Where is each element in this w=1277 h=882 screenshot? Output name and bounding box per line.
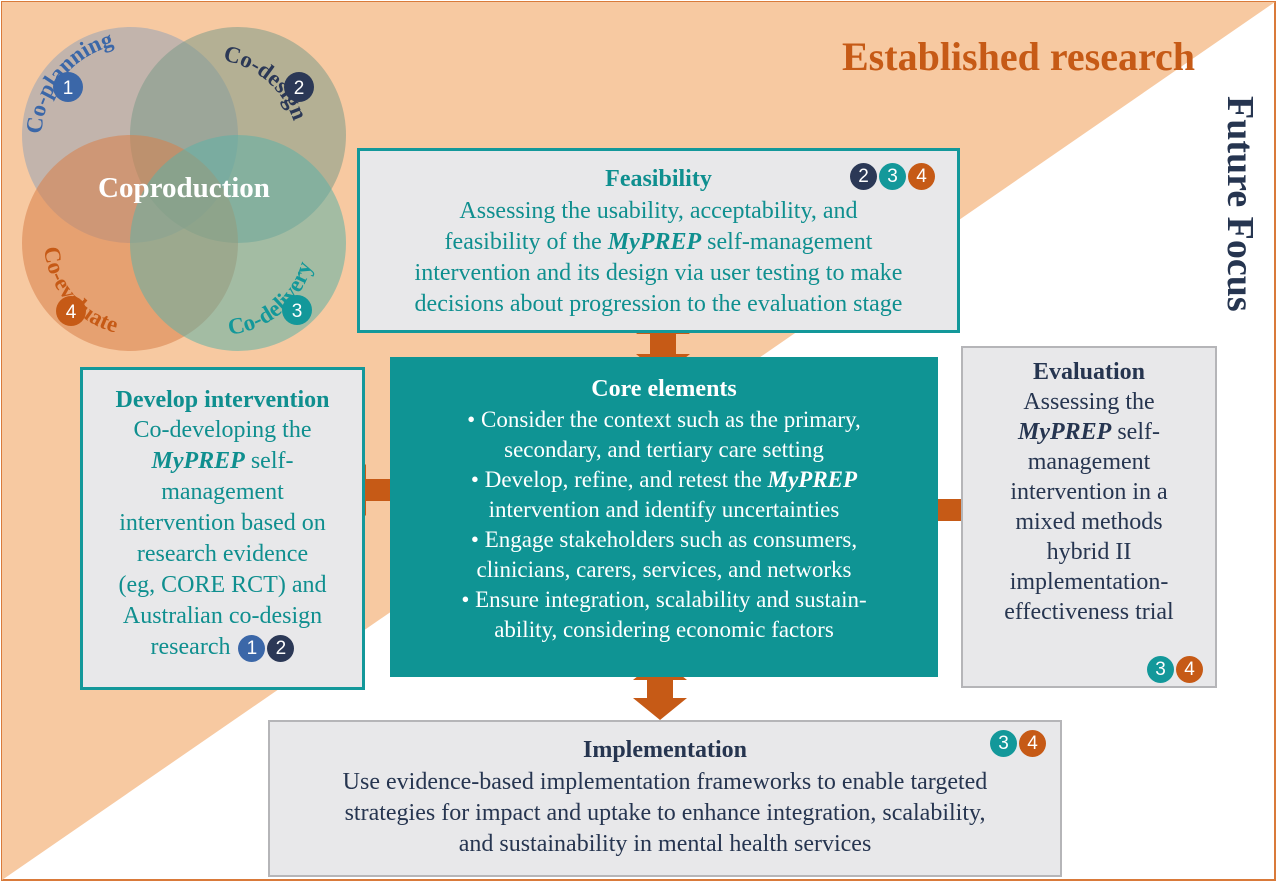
- badge-2: 2: [850, 163, 877, 190]
- evaluation-line: intervention in a: [1010, 478, 1168, 505]
- develop-line: research evidence: [136, 540, 309, 567]
- feasibility-title: Feasibility: [605, 166, 712, 192]
- develop-line: intervention based on: [119, 509, 326, 536]
- feasibility-line: feasibility of the MyPREP self-managemen…: [360, 227, 957, 258]
- develop-line: Co-developing the: [133, 416, 312, 443]
- implementation-text: Use evidence-based implementation framew…: [270, 767, 1060, 860]
- develop-intervention-box: Develop intervention Co-developing the M…: [80, 367, 365, 690]
- mypreP-emphasis: MyPREP: [151, 447, 245, 474]
- develop-line: (eg, CORE RCT) and: [118, 571, 327, 598]
- core-bullets: • Consider the context such as the prima…: [390, 405, 938, 645]
- implementation-line: and sustainability in mental health serv…: [458, 830, 872, 857]
- evaluation-line: implementation-: [1009, 568, 1169, 595]
- badge-3: 3: [879, 163, 906, 190]
- established-research-heading: Established research: [842, 34, 1195, 79]
- feasibility-text: Assessing the usability, acceptability, …: [360, 196, 957, 320]
- develop-line: MyPREP self-: [83, 446, 362, 477]
- feasibility-line: Assessing the usability, acceptability, …: [459, 197, 858, 224]
- core-bullet-line: • Consider the context such as the prima…: [467, 406, 861, 432]
- core-bullet-line: ability, considering economic factors: [494, 616, 834, 642]
- text-span: self-: [244, 447, 294, 474]
- venn-badge-2-label: 2: [294, 78, 305, 99]
- core-bullet-line: clinicians, carers, services, and networ…: [476, 556, 852, 582]
- badge-2: 2: [267, 634, 295, 662]
- badge-4: 4: [1176, 656, 1203, 683]
- core-bullet-line: • Engage stakeholders such as consumers,: [470, 526, 858, 552]
- develop-text: Co-developing the MyPREP self- managemen…: [83, 415, 362, 663]
- develop-title: Develop intervention: [115, 387, 330, 413]
- evaluation-line: Assessing the: [1023, 388, 1155, 415]
- implementation-title: Implementation: [583, 737, 747, 763]
- badge-1: 1: [238, 634, 266, 662]
- venn-center-label: Coproduction: [98, 172, 270, 204]
- evaluation-title: Evaluation: [1032, 359, 1146, 385]
- implementation-line: Use evidence-based implementation framew…: [342, 768, 988, 795]
- evaluation-line: effectiveness trial: [1004, 598, 1174, 625]
- develop-line: management: [161, 478, 284, 505]
- core-bullet-line: intervention and identify uncertainties: [488, 496, 840, 522]
- badge-3: 3: [1147, 656, 1174, 683]
- develop-line: Australian co-design: [122, 602, 323, 629]
- evaluation-box: Evaluation Assessing the MyPREP self- ma…: [961, 346, 1217, 688]
- evaluation-line: hybrid II: [1046, 538, 1132, 565]
- venn-badge-4-label: 4: [66, 302, 77, 323]
- venn-badge-1: [53, 72, 83, 102]
- venn-badge-3: [282, 295, 312, 325]
- venn-badge-3-label: 3: [292, 301, 303, 322]
- future-focus-heading: Future Focus: [1219, 96, 1261, 312]
- core-bullet-line: • Ensure integration, scalability and su…: [461, 586, 867, 612]
- venn-badge-1-label: 1: [63, 78, 74, 99]
- evaluation-line: MyPREP self-: [963, 417, 1215, 447]
- badge-3: 3: [990, 730, 1017, 757]
- mypreP-emphasis: MyPREP: [1018, 418, 1112, 445]
- evaluation-line: management: [1027, 448, 1151, 475]
- core-title: Core elements: [591, 376, 737, 402]
- venn-badge-4: [56, 296, 86, 326]
- implementation-line: strategies for impact and uptake to enha…: [344, 799, 986, 826]
- core-bullet-line: • Develop, refine, and retest the MyPREP: [390, 465, 938, 495]
- evaluation-text: Assessing the MyPREP self- management in…: [963, 387, 1215, 627]
- mypreP-emphasis: MyPREP: [767, 466, 858, 492]
- feasibility-line: intervention and its design via user tes…: [414, 259, 903, 286]
- core-bullet-line: secondary, and tertiary care setting: [504, 436, 824, 462]
- text-span: research: [150, 633, 231, 660]
- feasibility-line: decisions about progression to the evalu…: [414, 290, 903, 317]
- mypreP-emphasis: MyPREP: [607, 228, 702, 255]
- text-span: • Develop, refine, and retest the: [470, 466, 768, 492]
- evaluation-line: mixed methods: [1015, 508, 1163, 535]
- badge-4: 4: [908, 163, 935, 190]
- badge-4: 4: [1019, 730, 1046, 757]
- text-span: feasibility of the: [444, 228, 608, 255]
- venn-badge-2: [284, 72, 314, 102]
- text-span: self-: [1111, 418, 1160, 445]
- text-span: self-management: [701, 228, 873, 255]
- core-elements-box: Core elements • Consider the context suc…: [390, 357, 938, 677]
